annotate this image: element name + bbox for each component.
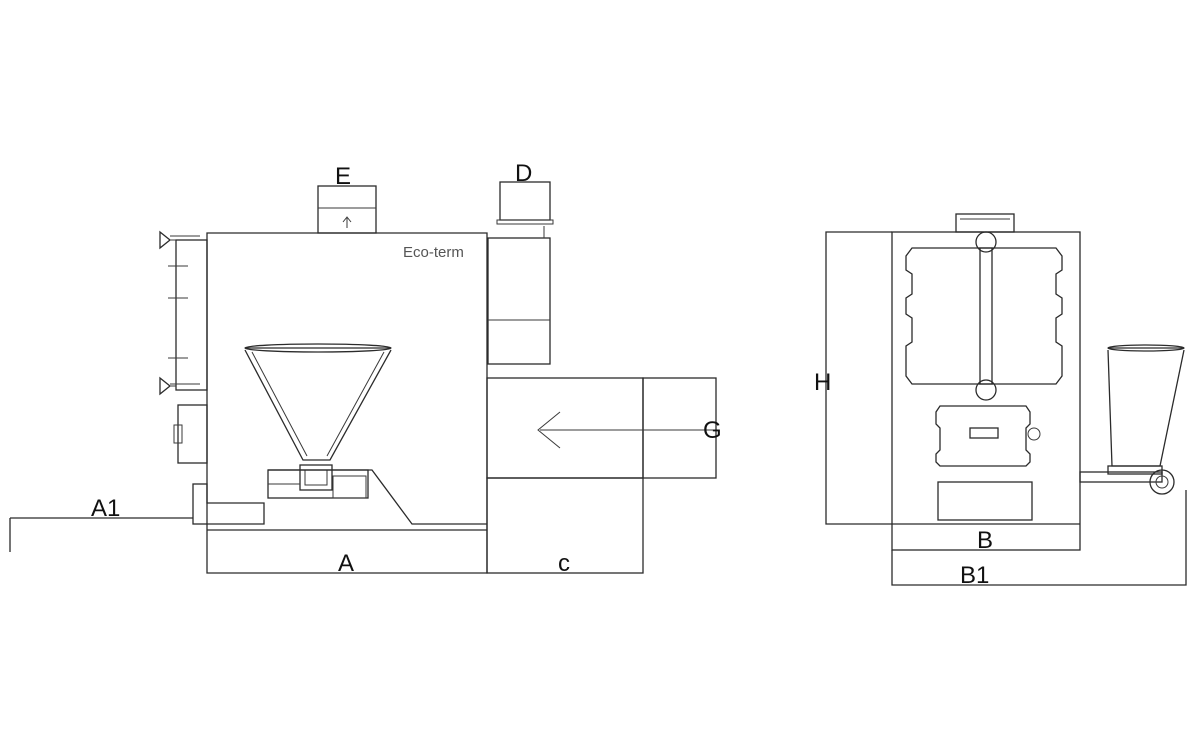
dimension-b1-line bbox=[891, 490, 1187, 586]
label-b1: B1 bbox=[960, 562, 989, 589]
flue-arrow-icon bbox=[342, 216, 352, 228]
rod-top-knob bbox=[975, 231, 997, 253]
brand-label: Eco-term bbox=[403, 244, 464, 261]
auger-burner bbox=[267, 469, 487, 525]
upper-door bbox=[905, 247, 1063, 385]
boiler-body-outline bbox=[206, 232, 488, 574]
label-d: D bbox=[515, 160, 532, 187]
left-side-fittings bbox=[9, 230, 208, 552]
feed-duct bbox=[486, 377, 644, 479]
lower-door bbox=[935, 405, 1031, 467]
rod-bottom-knob bbox=[975, 379, 997, 401]
label-e: E bbox=[335, 163, 351, 190]
label-g: G bbox=[703, 417, 722, 444]
fuel-hopper bbox=[244, 343, 392, 491]
chimney-d-column bbox=[487, 237, 551, 365]
side-view: Eco-term bbox=[9, 160, 722, 577]
label-a1: A1 bbox=[91, 495, 120, 522]
lower-door-handle bbox=[969, 427, 999, 439]
valve-bottom-icon bbox=[159, 376, 172, 396]
ash-outlet bbox=[192, 483, 208, 525]
chimney-d-top bbox=[499, 181, 551, 221]
flue-e bbox=[317, 185, 377, 234]
front-body bbox=[891, 231, 1081, 551]
dimension-h-line bbox=[825, 231, 892, 525]
control-box bbox=[177, 404, 208, 464]
feed-arrow-icon bbox=[537, 411, 643, 449]
ash-pan bbox=[937, 481, 1033, 521]
door-rod bbox=[979, 247, 993, 385]
label-c: c bbox=[558, 550, 570, 577]
label-h: H bbox=[814, 369, 831, 396]
label-a: A bbox=[338, 550, 354, 577]
feed-motor bbox=[1149, 469, 1175, 495]
valve-top-icon bbox=[159, 230, 172, 250]
extension-c bbox=[486, 477, 644, 574]
front-flue bbox=[955, 213, 1015, 233]
front-view: H B B1 bbox=[814, 213, 1187, 589]
feed-duct-g bbox=[642, 377, 717, 479]
front-hopper bbox=[1079, 344, 1185, 495]
label-b: B bbox=[977, 527, 993, 554]
